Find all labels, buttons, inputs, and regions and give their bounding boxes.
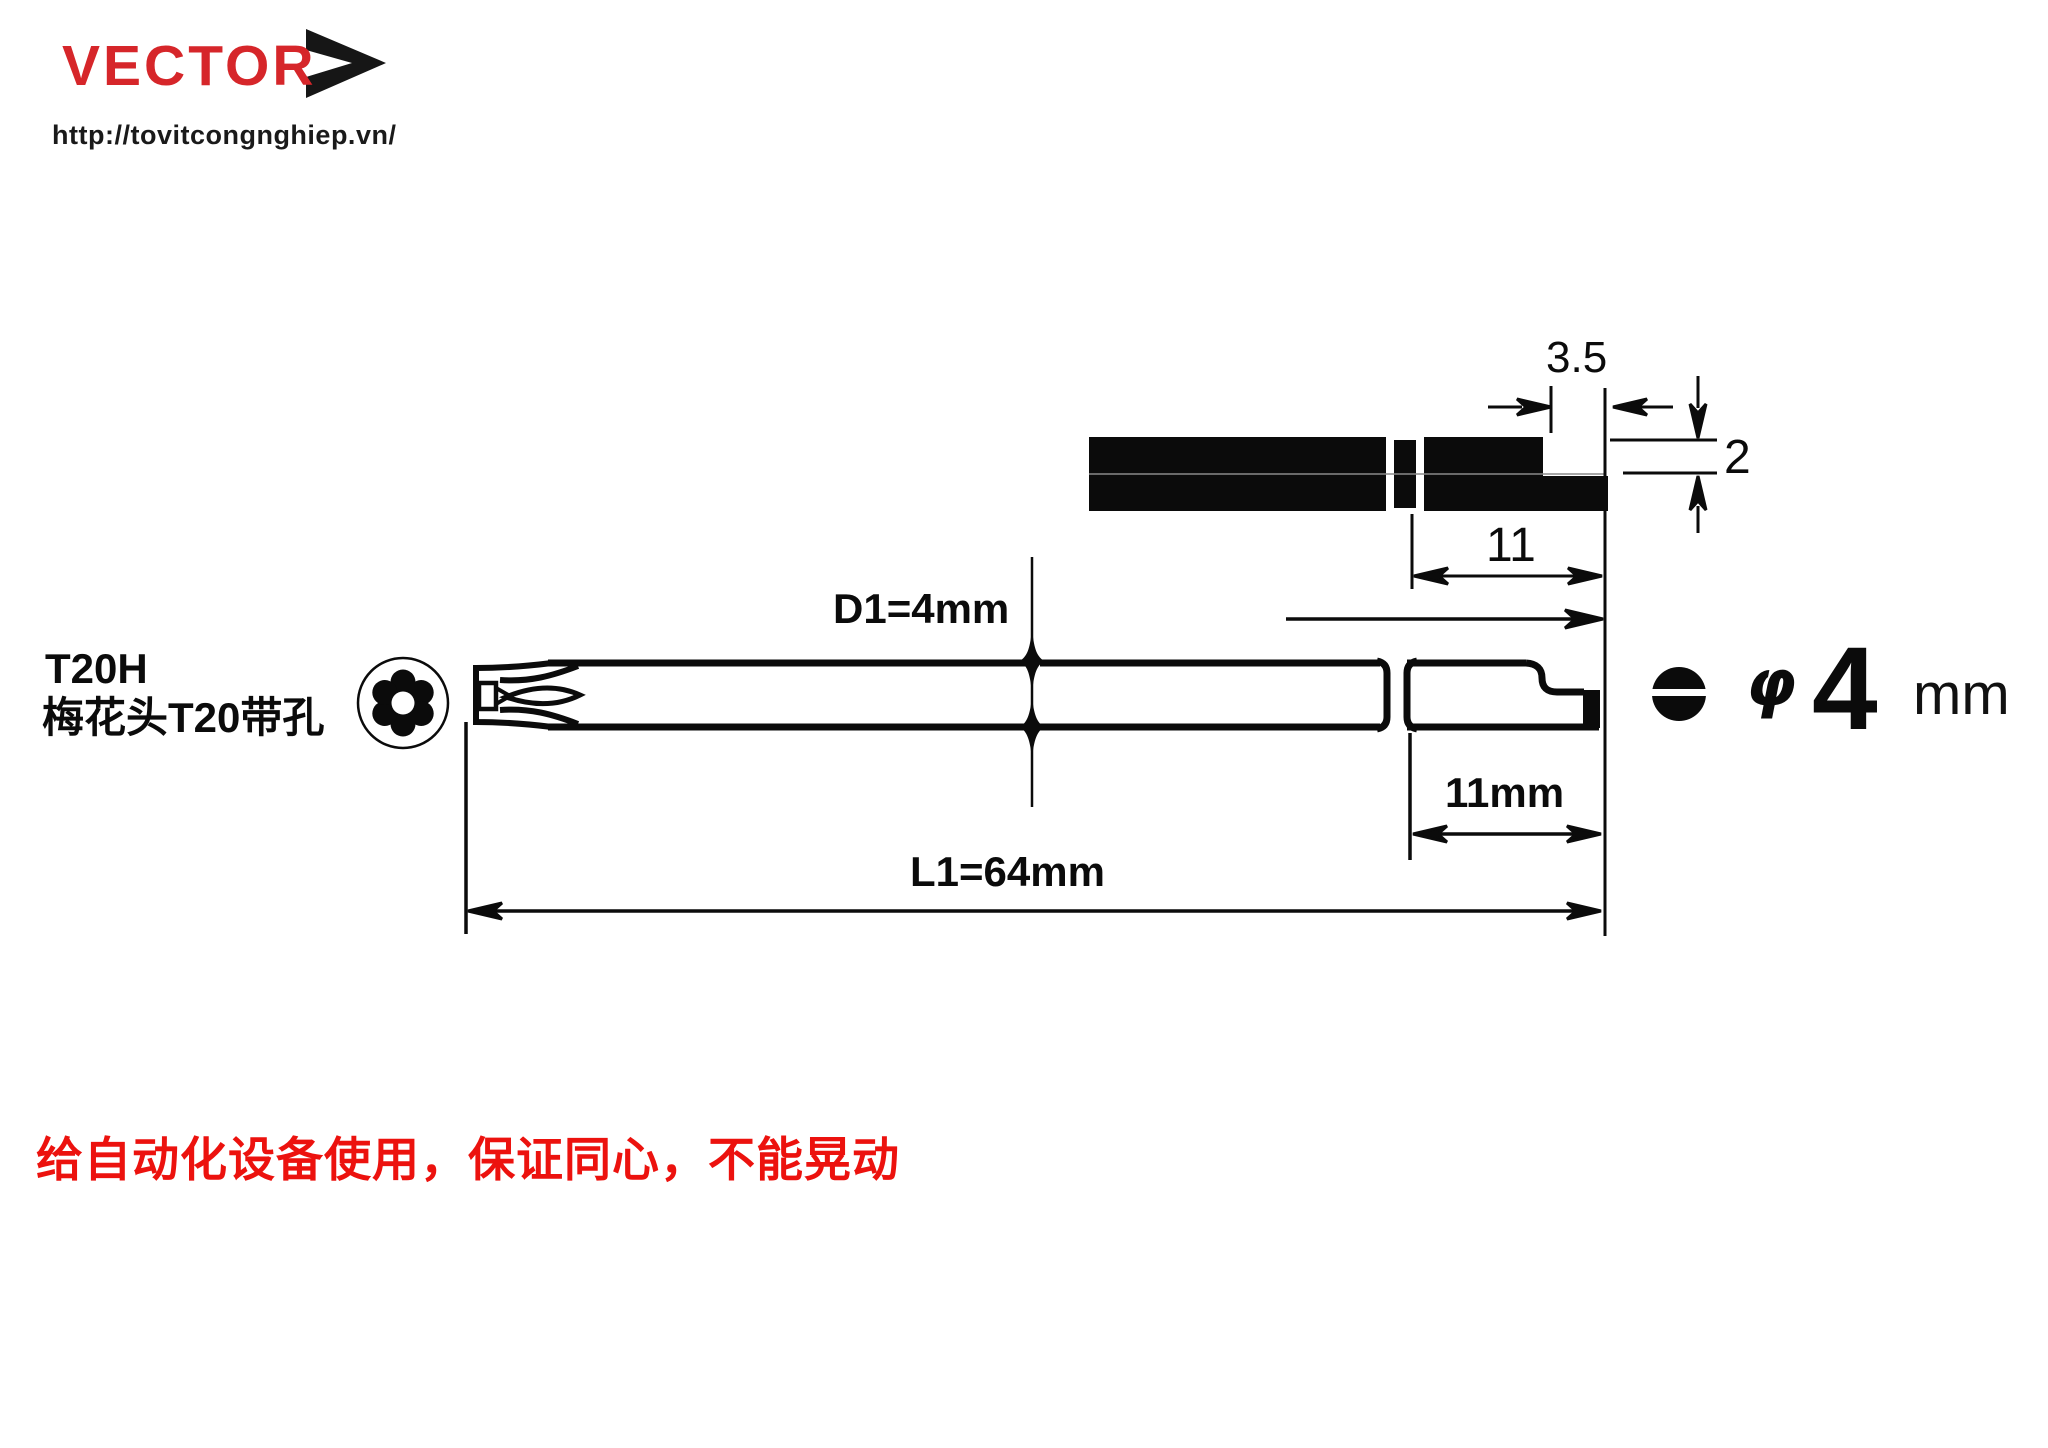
dim-shank-length-label: 11mm: [1445, 769, 1565, 816]
dim-detail-shank-label: 11: [1486, 519, 1536, 572]
bit-side-view: [473, 557, 1600, 807]
diameter-unit: mm: [1913, 662, 2010, 727]
part-name-label: 梅花头T20带孔: [42, 694, 325, 741]
brand-logo-text: VECTOR: [62, 34, 317, 98]
dim-overall-length-label: L1=64mm: [910, 848, 1105, 895]
torx-t20h-icon: [356, 656, 450, 750]
brand-url: http://tovitcongnghiep.vn/: [52, 120, 397, 150]
diameter-symbol: φ: [1746, 647, 1797, 721]
part-code-label: T20H: [45, 645, 148, 692]
dim-step-length-label: 3.5: [1546, 333, 1608, 382]
usage-note: 给自动化设备使用，保证同心，不能晃动: [36, 1133, 900, 1186]
diameter-value: 4: [1812, 623, 1878, 755]
shank-section-icon: [1646, 667, 1712, 721]
end-detail-view: [1089, 437, 1608, 511]
brand-arrow-icon: [306, 29, 386, 98]
dimension-lines: [464, 376, 1717, 936]
dim-shaft-diameter-label: D1=4mm: [833, 585, 1010, 632]
dim-step-depth-label: 2: [1724, 431, 1751, 484]
